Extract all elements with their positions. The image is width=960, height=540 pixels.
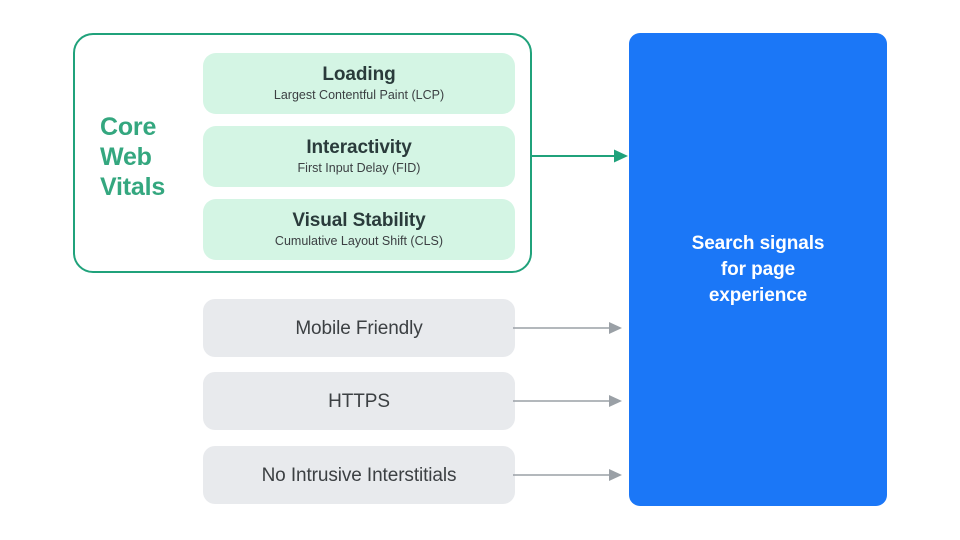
metric-title: Loading xyxy=(322,64,396,85)
core-web-vitals-label-line-3: Vitals xyxy=(100,173,166,201)
metric-title: Visual Stability xyxy=(292,210,426,231)
core-web-vitals-label-line-1: Core xyxy=(100,113,157,141)
signal-label: HTTPS xyxy=(328,390,390,412)
signal-card-mobile-friendly[interactable]: Mobile Friendly xyxy=(203,299,515,357)
core-web-vitals-label: Core Web Vitals xyxy=(100,112,196,202)
metric-subtitle: Cumulative Layout Shift (CLS) xyxy=(274,234,444,248)
metric-card-visual-stability[interactable]: Visual Stability Cumulative Layout Shift… xyxy=(203,199,515,260)
signal-card-no-intrusive-interstitials[interactable]: No Intrusive Interstitials xyxy=(203,446,515,504)
signal-label: Mobile Friendly xyxy=(295,317,423,339)
arrow-no-intrusive-interstitials-icon xyxy=(513,469,622,481)
metric-card-loading[interactable]: Loading Largest Contentful Paint (LCP) xyxy=(203,53,515,114)
metric-title: Interactivity xyxy=(306,137,412,158)
destination-label: Search signals for page experience xyxy=(691,232,825,306)
metric-subtitle: First Input Delay (FID) xyxy=(297,161,421,175)
signal-label: No Intrusive Interstitials xyxy=(261,464,457,486)
destination-card-search-signals[interactable]: Search signals for page experience xyxy=(629,33,887,506)
signal-card-https[interactable]: HTTPS xyxy=(203,372,515,430)
metric-subtitle: Largest Contentful Paint (LCP) xyxy=(273,88,445,102)
metric-card-interactivity[interactable]: Interactivity First Input Delay (FID) xyxy=(203,126,515,187)
arrow-https-icon xyxy=(513,395,622,407)
arrow-core-web-vitals-icon xyxy=(530,149,628,163)
arrow-mobile-friendly-icon xyxy=(513,322,622,334)
core-web-vitals-label-line-2: Web xyxy=(100,143,152,171)
